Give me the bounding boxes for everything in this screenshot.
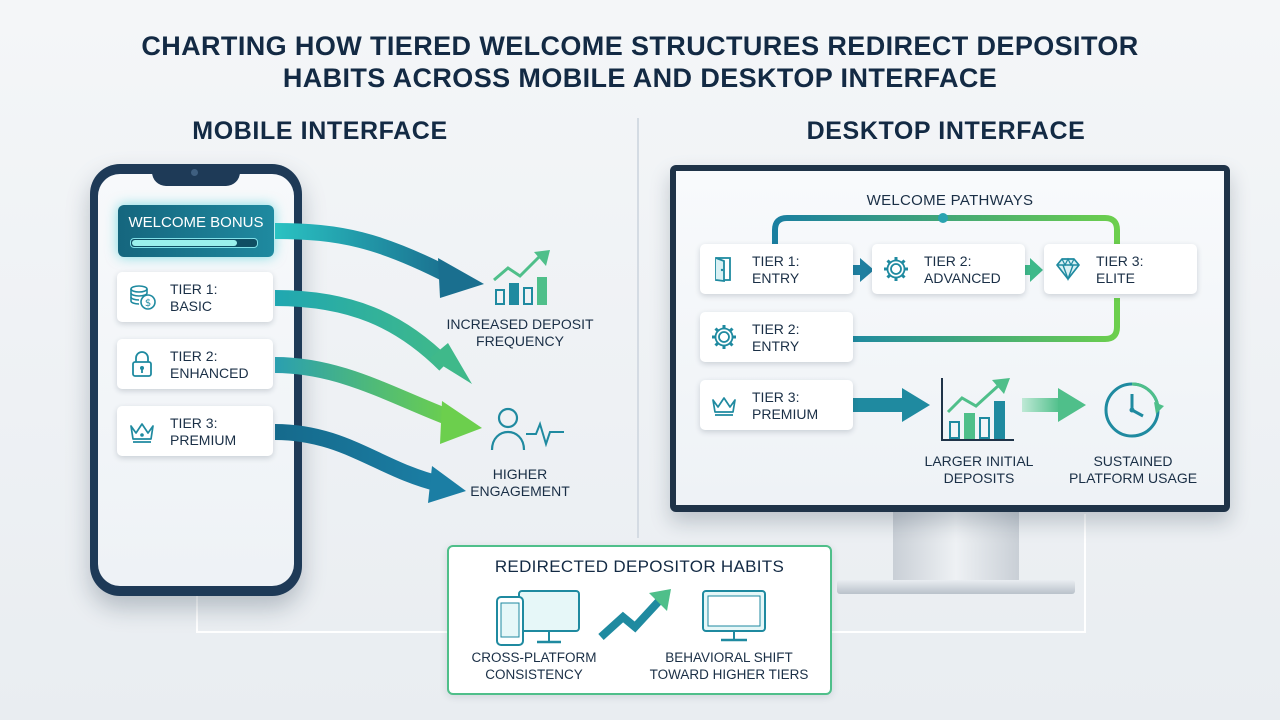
monitor-stand-neck — [893, 512, 1019, 582]
title-line-2: HABITS ACROSS MOBILE AND DESKTOP INTERFA… — [282, 63, 998, 93]
redirected-title: REDIRECTED DEPOSITOR HABITS — [494, 557, 785, 576]
title-line-1: CHARTING HOW TIERED WELCOME STRUCTURES R… — [141, 31, 1139, 61]
camera-icon — [191, 169, 198, 176]
trend-arrow-icon — [598, 589, 671, 640]
welcome-bonus-progress-fill — [132, 240, 238, 246]
arrow-deposits-to-usage — [1022, 388, 1086, 422]
arrow-advanced-to-elite — [1025, 258, 1043, 282]
crown-icon — [712, 397, 736, 416]
crown-icon — [130, 423, 154, 443]
growth-chart-icon — [493, 250, 550, 305]
bar-chart-icon — [941, 378, 1014, 441]
desktop-tier-2-entry-card[interactable]: TIER 2: ENTRY — [700, 312, 853, 362]
behavioral-shift-label: BEHAVIORAL SHIFT TOWARD HIGHER TIERS — [639, 649, 819, 683]
redir-left-line-1: CROSS-PLATFORM — [471, 650, 597, 665]
mobile-tier-2-card[interactable]: TIER 2: ENHANCED — [117, 339, 273, 389]
diamond-icon — [1056, 257, 1080, 282]
arrow-premium-to-deposits — [853, 388, 930, 422]
gear-icon — [712, 325, 736, 349]
loop-node — [938, 213, 948, 223]
outcome-usage-label: SUSTAINED PLATFORM USAGE — [1053, 453, 1213, 487]
desktop-heading: DESKTOP INTERFACE — [806, 117, 1086, 145]
svg-text:$: $ — [145, 298, 151, 309]
redir-left-line-2: CONSISTENCY — [485, 667, 583, 682]
user-pulse-icon — [490, 407, 564, 451]
outcome-engagement-label: HIGHER ENGAGEMENT — [440, 466, 600, 500]
tier-label: TIER 2: — [924, 253, 972, 269]
mobile-tier-1-card[interactable]: $ TIER 1: BASIC — [117, 272, 273, 322]
mobile-tier-3-card[interactable]: TIER 3: PREMIUM — [117, 406, 273, 456]
lock-icon — [132, 351, 152, 377]
arrow-entry-to-advanced — [853, 258, 874, 282]
desktop-tier-3-elite-card[interactable]: TIER 3: ELITE — [1044, 244, 1197, 294]
welcome-bonus-label: WELCOME BONUS — [128, 214, 264, 231]
cross-platform-label: CROSS-PLATFORM CONSISTENCY — [457, 649, 611, 683]
welcome-bonus-progress — [130, 238, 258, 248]
section-divider — [637, 118, 639, 538]
outcome-line-1: SUSTAINED — [1093, 453, 1173, 469]
tier-name: PREMIUM — [752, 406, 819, 422]
outcome-line-1: LARGER INITIAL — [924, 453, 1034, 469]
tier-name: PREMIUM — [170, 432, 237, 448]
desktop-tier-3-premium-card[interactable]: TIER 3: PREMIUM — [700, 380, 853, 430]
tier-name: ENTRY — [752, 270, 800, 286]
outcome-line-2: DEPOSITS — [943, 470, 1015, 486]
tier-name: BASIC — [170, 298, 213, 314]
mobile-connector — [196, 596, 447, 633]
tier-name: ENTRY — [752, 338, 800, 354]
devices-icon — [496, 590, 580, 646]
tier-label: TIER 2: — [752, 321, 800, 337]
redirected-habits-panel: REDIRECTED DEPOSITOR HABITS CROSS-PLATFO… — [447, 545, 832, 695]
outcome-frequency-label: INCREASED DEPOSIT FREQUENCY — [420, 316, 620, 350]
tier-label: TIER 1: — [752, 253, 800, 269]
desktop-tier-1-entry-card[interactable]: TIER 1: ENTRY — [700, 244, 853, 294]
outcome-line-2: ENGAGEMENT — [470, 483, 570, 499]
outcome-deposits-label: LARGER INITIAL DEPOSITS — [900, 453, 1058, 487]
outcome-line-1: HIGHER — [492, 466, 548, 482]
desktop-tier-2-advanced-card[interactable]: TIER 2: ADVANCED — [872, 244, 1025, 294]
outcome-line-1: INCREASED DEPOSIT — [446, 316, 594, 332]
tier-name: ADVANCED — [924, 270, 1001, 286]
welcome-bonus-card[interactable]: WELCOME BONUS — [118, 205, 274, 257]
welcome-pathways-title: WELCOME PATHWAYS — [866, 192, 1034, 209]
tier-label: TIER 3: — [1096, 253, 1144, 269]
tier-name: ENHANCED — [170, 365, 249, 381]
page-title: CHARTING HOW TIERED WELCOME STRUCTURES R… — [40, 30, 1240, 94]
tier-label: TIER 1: — [170, 281, 218, 297]
arrow-welcome-to-frequency — [274, 223, 484, 298]
arrow-tier3-to-engagement — [274, 424, 466, 503]
monitor-stand-base — [837, 580, 1075, 594]
tier-name: ELITE — [1096, 270, 1135, 286]
desktop-connector — [828, 514, 1086, 633]
monitor-icon — [702, 590, 766, 642]
tier-label: TIER 2: — [170, 348, 218, 364]
door-icon — [715, 257, 731, 283]
tier-label: TIER 3: — [752, 389, 800, 405]
mobile-heading: MOBILE INTERFACE — [192, 117, 448, 145]
outcome-line-2: FREQUENCY — [476, 333, 564, 349]
return-line — [853, 298, 1120, 342]
arrow-tier2-to-engagement — [274, 357, 482, 444]
outcome-line-2: PLATFORM USAGE — [1068, 470, 1198, 486]
clock-icon — [1104, 382, 1164, 438]
gear-icon — [884, 257, 908, 281]
redir-right-line-1: BEHAVIORAL SHIFT — [665, 650, 793, 665]
coins-icon: $ — [130, 285, 156, 310]
tier-label: TIER 3: — [170, 415, 218, 431]
redir-right-line-2: TOWARD HIGHER TIERS — [649, 667, 809, 682]
arrow-tier1-to-frequency — [274, 290, 472, 384]
